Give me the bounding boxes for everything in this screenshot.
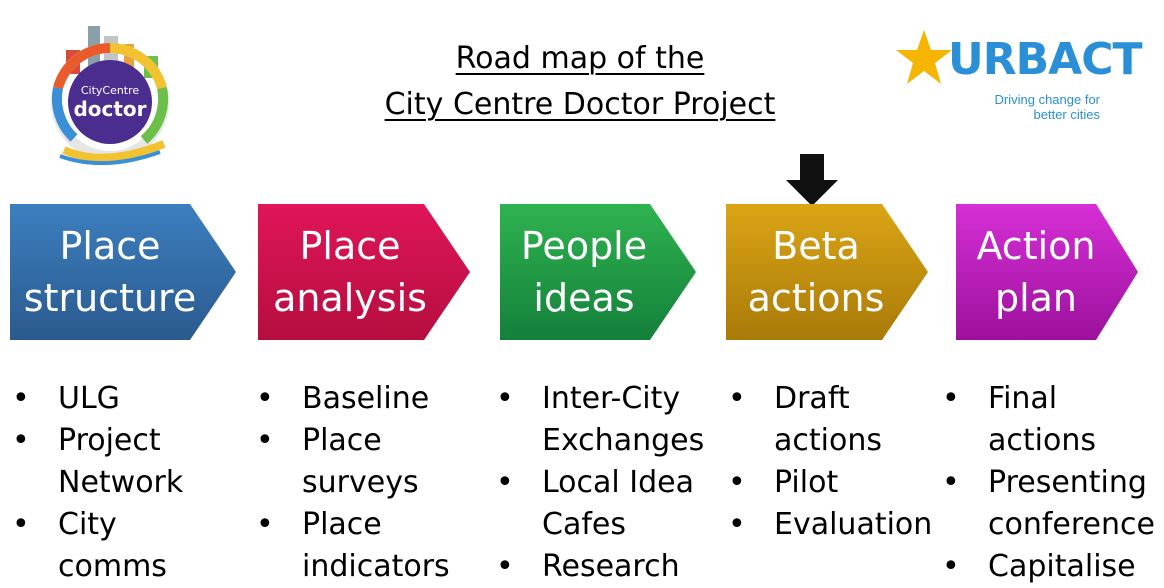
stage-items-place-analysis: Baseline Place surveys Place indicators [254, 378, 450, 588]
stage-label: People ideas [520, 224, 648, 320]
star-icon [896, 30, 952, 84]
list-item: Baseline [254, 378, 450, 420]
stage-beta-actions: Beta actions [726, 204, 956, 340]
stage-items-beta-actions: Draft actions Pilot Evaluation [726, 378, 932, 546]
stage-items-action-plan: Final actions Presenting conference Capi… [940, 378, 1155, 588]
list-item: Local Idea Cafes [494, 462, 704, 546]
page-title: Road map of the City Centre Doctor Proje… [320, 36, 840, 128]
list-item: Pilot [726, 462, 932, 504]
stage-label: Place analysis [273, 224, 427, 320]
list-item: Presenting conference [940, 462, 1155, 546]
urbact-wordmark: URBACT [948, 34, 1143, 85]
city-centre-doctor-logo: CityCentre doctor [24, 18, 196, 168]
logo-text-main: doctor [73, 97, 146, 121]
stage-label: Beta actions [747, 224, 885, 320]
urbact-tagline-line-2: better cities [1033, 107, 1100, 122]
list-item: Evaluation [726, 504, 932, 546]
list-item: ULG [10, 378, 183, 420]
stage-items-people-ideas: Inter-City Exchanges Local Idea Cafes Re… [494, 378, 704, 588]
stage-items-place-structure: ULG Project Network City comms [10, 378, 183, 588]
urbact-logo: URBACT Driving change for better cities [880, 26, 1143, 136]
list-item: Inter-City Exchanges [494, 378, 704, 462]
list-item: Project Network [10, 420, 183, 504]
stage-people-ideas: People ideas [500, 204, 730, 340]
stage-place-analysis: Place analysis [258, 204, 488, 340]
logo-text-top: CityCentre [81, 84, 140, 97]
stage-label: Place structure [23, 224, 197, 320]
list-item: Research [494, 546, 704, 588]
list-item: Place surveys [254, 420, 450, 504]
urbact-tagline: Driving change for better cities [995, 92, 1101, 122]
list-item: City comms [10, 504, 183, 588]
list-item: Place indicators [254, 504, 450, 588]
stage-place-structure: Place structure [10, 204, 240, 340]
list-item: Final actions [940, 378, 1155, 462]
title-line-2: City Centre Doctor Project [384, 87, 776, 122]
urbact-tagline-line-1: Driving change for [994, 92, 1101, 107]
list-item: Draft actions [726, 378, 932, 462]
title-line-1: Road map of the [455, 41, 705, 76]
list-item: Capitalise [940, 546, 1155, 588]
stage-action-plan: Action plan [956, 204, 1164, 340]
stage-label: Action plan [976, 224, 1096, 320]
down-arrow-icon [786, 154, 838, 206]
